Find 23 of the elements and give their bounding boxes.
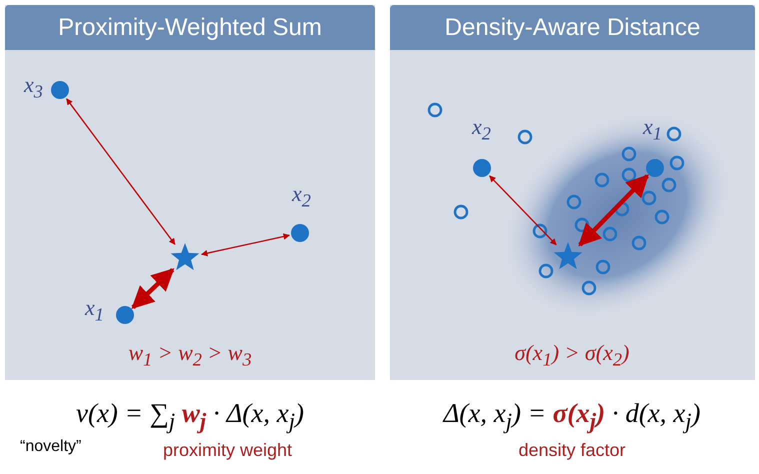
inequality-label: w$_{1}$ > w$_{2}$ > w$_{3}$ xyxy=(128,340,252,370)
point-label: x$_{2}$ xyxy=(292,181,311,212)
double-arrow xyxy=(578,174,649,246)
annotation: proximity weight xyxy=(163,440,292,461)
formula: Δ(x, x$_{j}$) = σ(x$_{j}$) · d(x, x$_{j}$) xyxy=(443,398,701,434)
inequality-label: σ(x$_{1}$) > σ(x$_{2}$) xyxy=(514,340,630,370)
point-label: x$_{3}$ xyxy=(24,72,43,102)
point-label: x$_{2}$ xyxy=(472,114,491,144)
query-star-icon xyxy=(553,242,583,272)
point-label: x$_{1}$ xyxy=(85,295,104,326)
point-label: x$_{1}$ xyxy=(643,114,662,144)
double-arrow xyxy=(489,175,557,246)
query-star-icon xyxy=(170,243,200,273)
double-arrow xyxy=(66,98,176,245)
double-arrow xyxy=(131,268,174,310)
panel-title: Density-Aware Distance xyxy=(390,5,755,50)
panel-title: Proximity-Weighted Sum xyxy=(5,5,375,50)
annotation: “novelty” xyxy=(20,438,82,456)
formula: v(x) = ∑$_{j}$ w$_{j}$ · Δ(x, x$_{j}$) xyxy=(76,398,304,434)
double-arrow xyxy=(200,233,290,256)
plot-panel xyxy=(390,5,755,380)
annotation: density factor xyxy=(518,440,626,461)
plot-panel xyxy=(5,5,375,380)
